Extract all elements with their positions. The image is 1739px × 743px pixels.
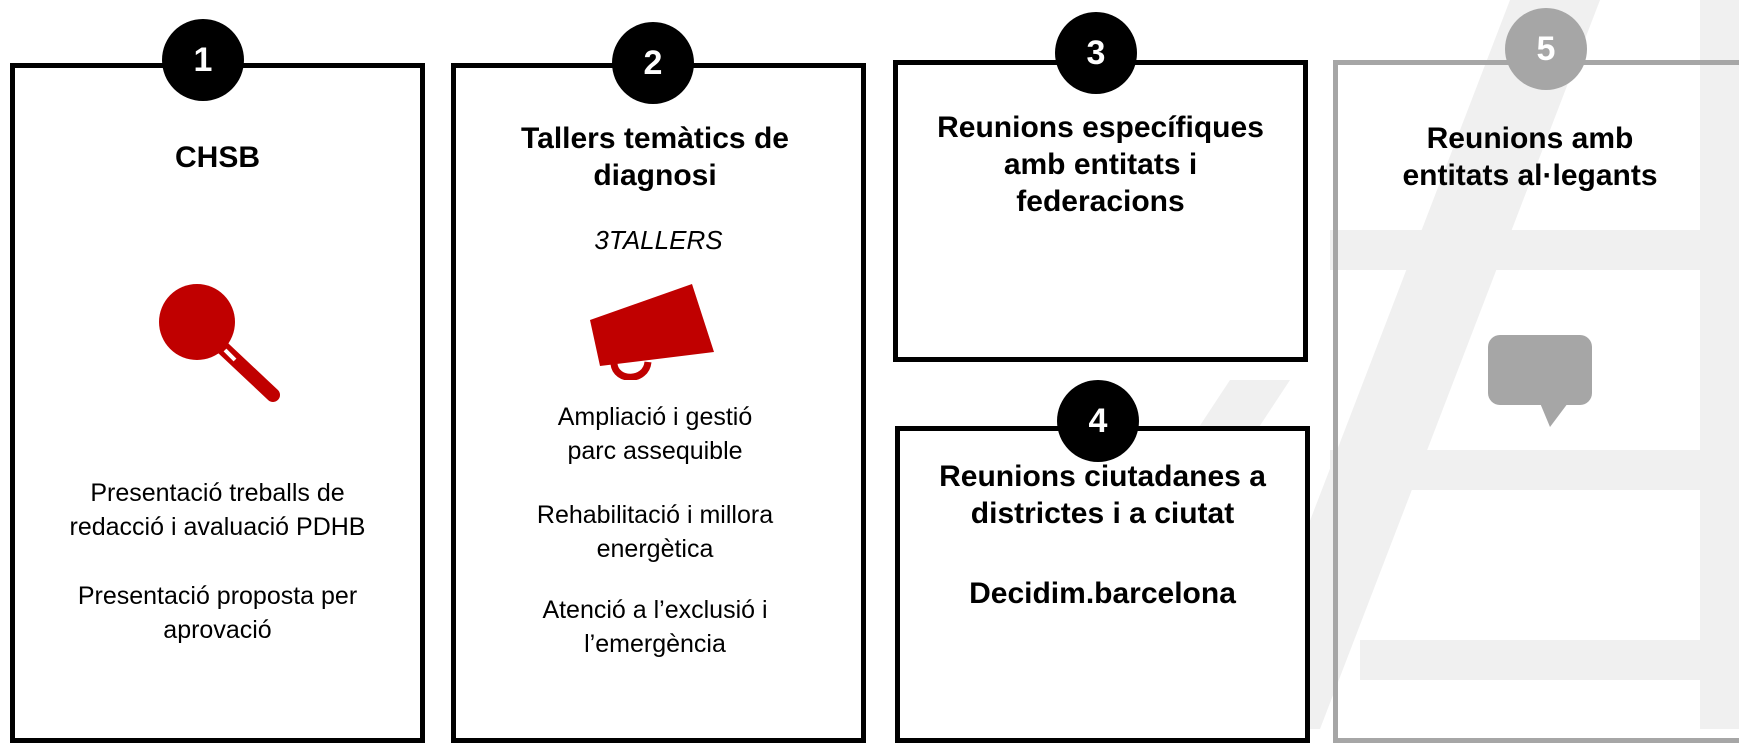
speech-bubble-icon — [1488, 335, 1592, 427]
step-1-card — [10, 63, 425, 743]
step-1-title: CHSB — [174, 141, 260, 174]
megaphone-icon — [590, 284, 714, 380]
step-2-title: Tallers temàtics de diagnosi — [521, 122, 789, 192]
magnifier-icon — [159, 284, 280, 402]
step-2-badge: 2 — [612, 22, 694, 104]
step-2-item-3: Atenció a l’exclusió i l’emergència — [542, 596, 768, 658]
step-1-item-1: Presentació treballs de redacció i avalu… — [69, 479, 366, 541]
step-1-item-2: Presentació proposta per aprovació — [77, 582, 358, 644]
step-2-item-2: Rehabilitació i millora energètica — [536, 501, 774, 563]
step-2-item-1: Ampliació i gestió parc assequible — [557, 403, 753, 465]
step-4-title: Reunions ciutadanes a districtes i a ciu… — [939, 460, 1266, 530]
step-2-subtitle: 3TALLERS — [594, 225, 723, 255]
step-4-card — [895, 426, 1310, 743]
step-4-link[interactable]: Decidim.barcelona — [969, 577, 1236, 610]
step-1-badge: 1 — [162, 19, 244, 101]
step-5-badge: 5 — [1505, 8, 1587, 90]
step-3-title: Reunions específiques amb entitats i fed… — [937, 111, 1264, 218]
step-3-badge: 3 — [1055, 12, 1137, 94]
step-5-title: Reunions amb entitats al·legants — [1402, 122, 1658, 192]
step-4-badge: 4 — [1057, 380, 1139, 462]
step-3-card — [893, 60, 1308, 362]
